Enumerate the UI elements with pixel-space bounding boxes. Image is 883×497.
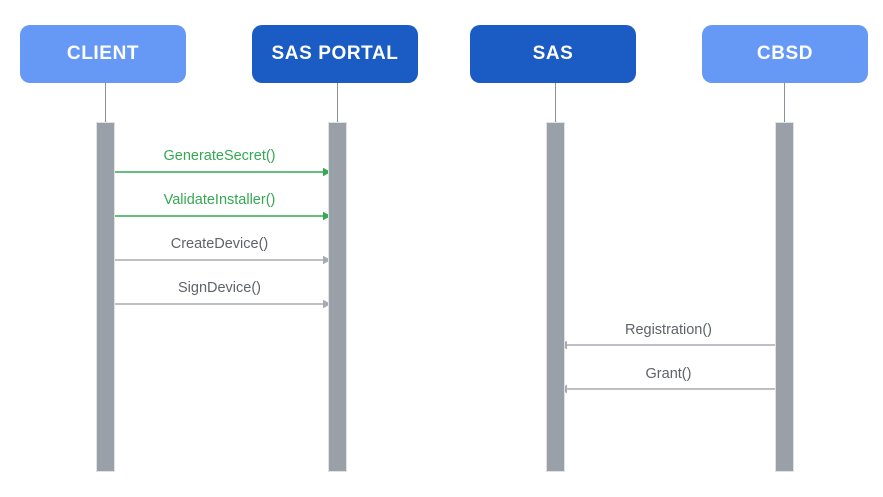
participant-label-cbsd: CBSD	[756, 43, 814, 64]
message-arrow-grant	[559, 384, 778, 394]
activation-bar-cbsd	[775, 122, 794, 472]
message-arrow-validate-installer	[108, 211, 331, 221]
message-label-create-device: CreateDevice()	[170, 236, 269, 252]
message-arrowhead-sign-device	[323, 299, 331, 309]
lifeline-sas	[555, 83, 556, 122]
message-label-validate-installer: ValidateInstaller()	[163, 192, 276, 208]
participant-label-sas: SAS	[532, 43, 574, 64]
message-arrowhead-generate-secret	[323, 167, 331, 177]
message-arrow-create-device	[108, 255, 331, 265]
participant-cbsd[interactable]: CBSD	[702, 25, 868, 83]
message-arrow-generate-secret	[108, 167, 331, 177]
participant-sas-portal[interactable]: SAS PORTAL	[252, 25, 418, 83]
message-arrowhead-validate-installer	[323, 211, 331, 221]
message-arrow-sign-device	[108, 299, 331, 309]
activation-bar-sas-portal	[328, 122, 347, 472]
activation-bar-client	[96, 122, 115, 472]
participant-label-client: CLIENT	[66, 43, 140, 64]
lifeline-cbsd	[784, 83, 785, 122]
message-arrow-registration	[559, 340, 778, 350]
message-arrowhead-create-device	[323, 255, 331, 265]
participant-label-sas-portal: SAS PORTAL	[271, 43, 399, 64]
lifeline-sas-portal	[337, 83, 338, 122]
participant-client[interactable]: CLIENT	[20, 25, 186, 83]
message-label-sign-device: SignDevice()	[178, 280, 261, 296]
lifeline-client	[105, 83, 106, 122]
message-label-grant: Grant()	[645, 366, 692, 382]
activation-bar-sas	[546, 122, 565, 472]
participant-sas[interactable]: SAS	[470, 25, 636, 83]
message-label-generate-secret: GenerateSecret()	[163, 148, 276, 164]
message-label-registration: Registration()	[624, 322, 713, 338]
